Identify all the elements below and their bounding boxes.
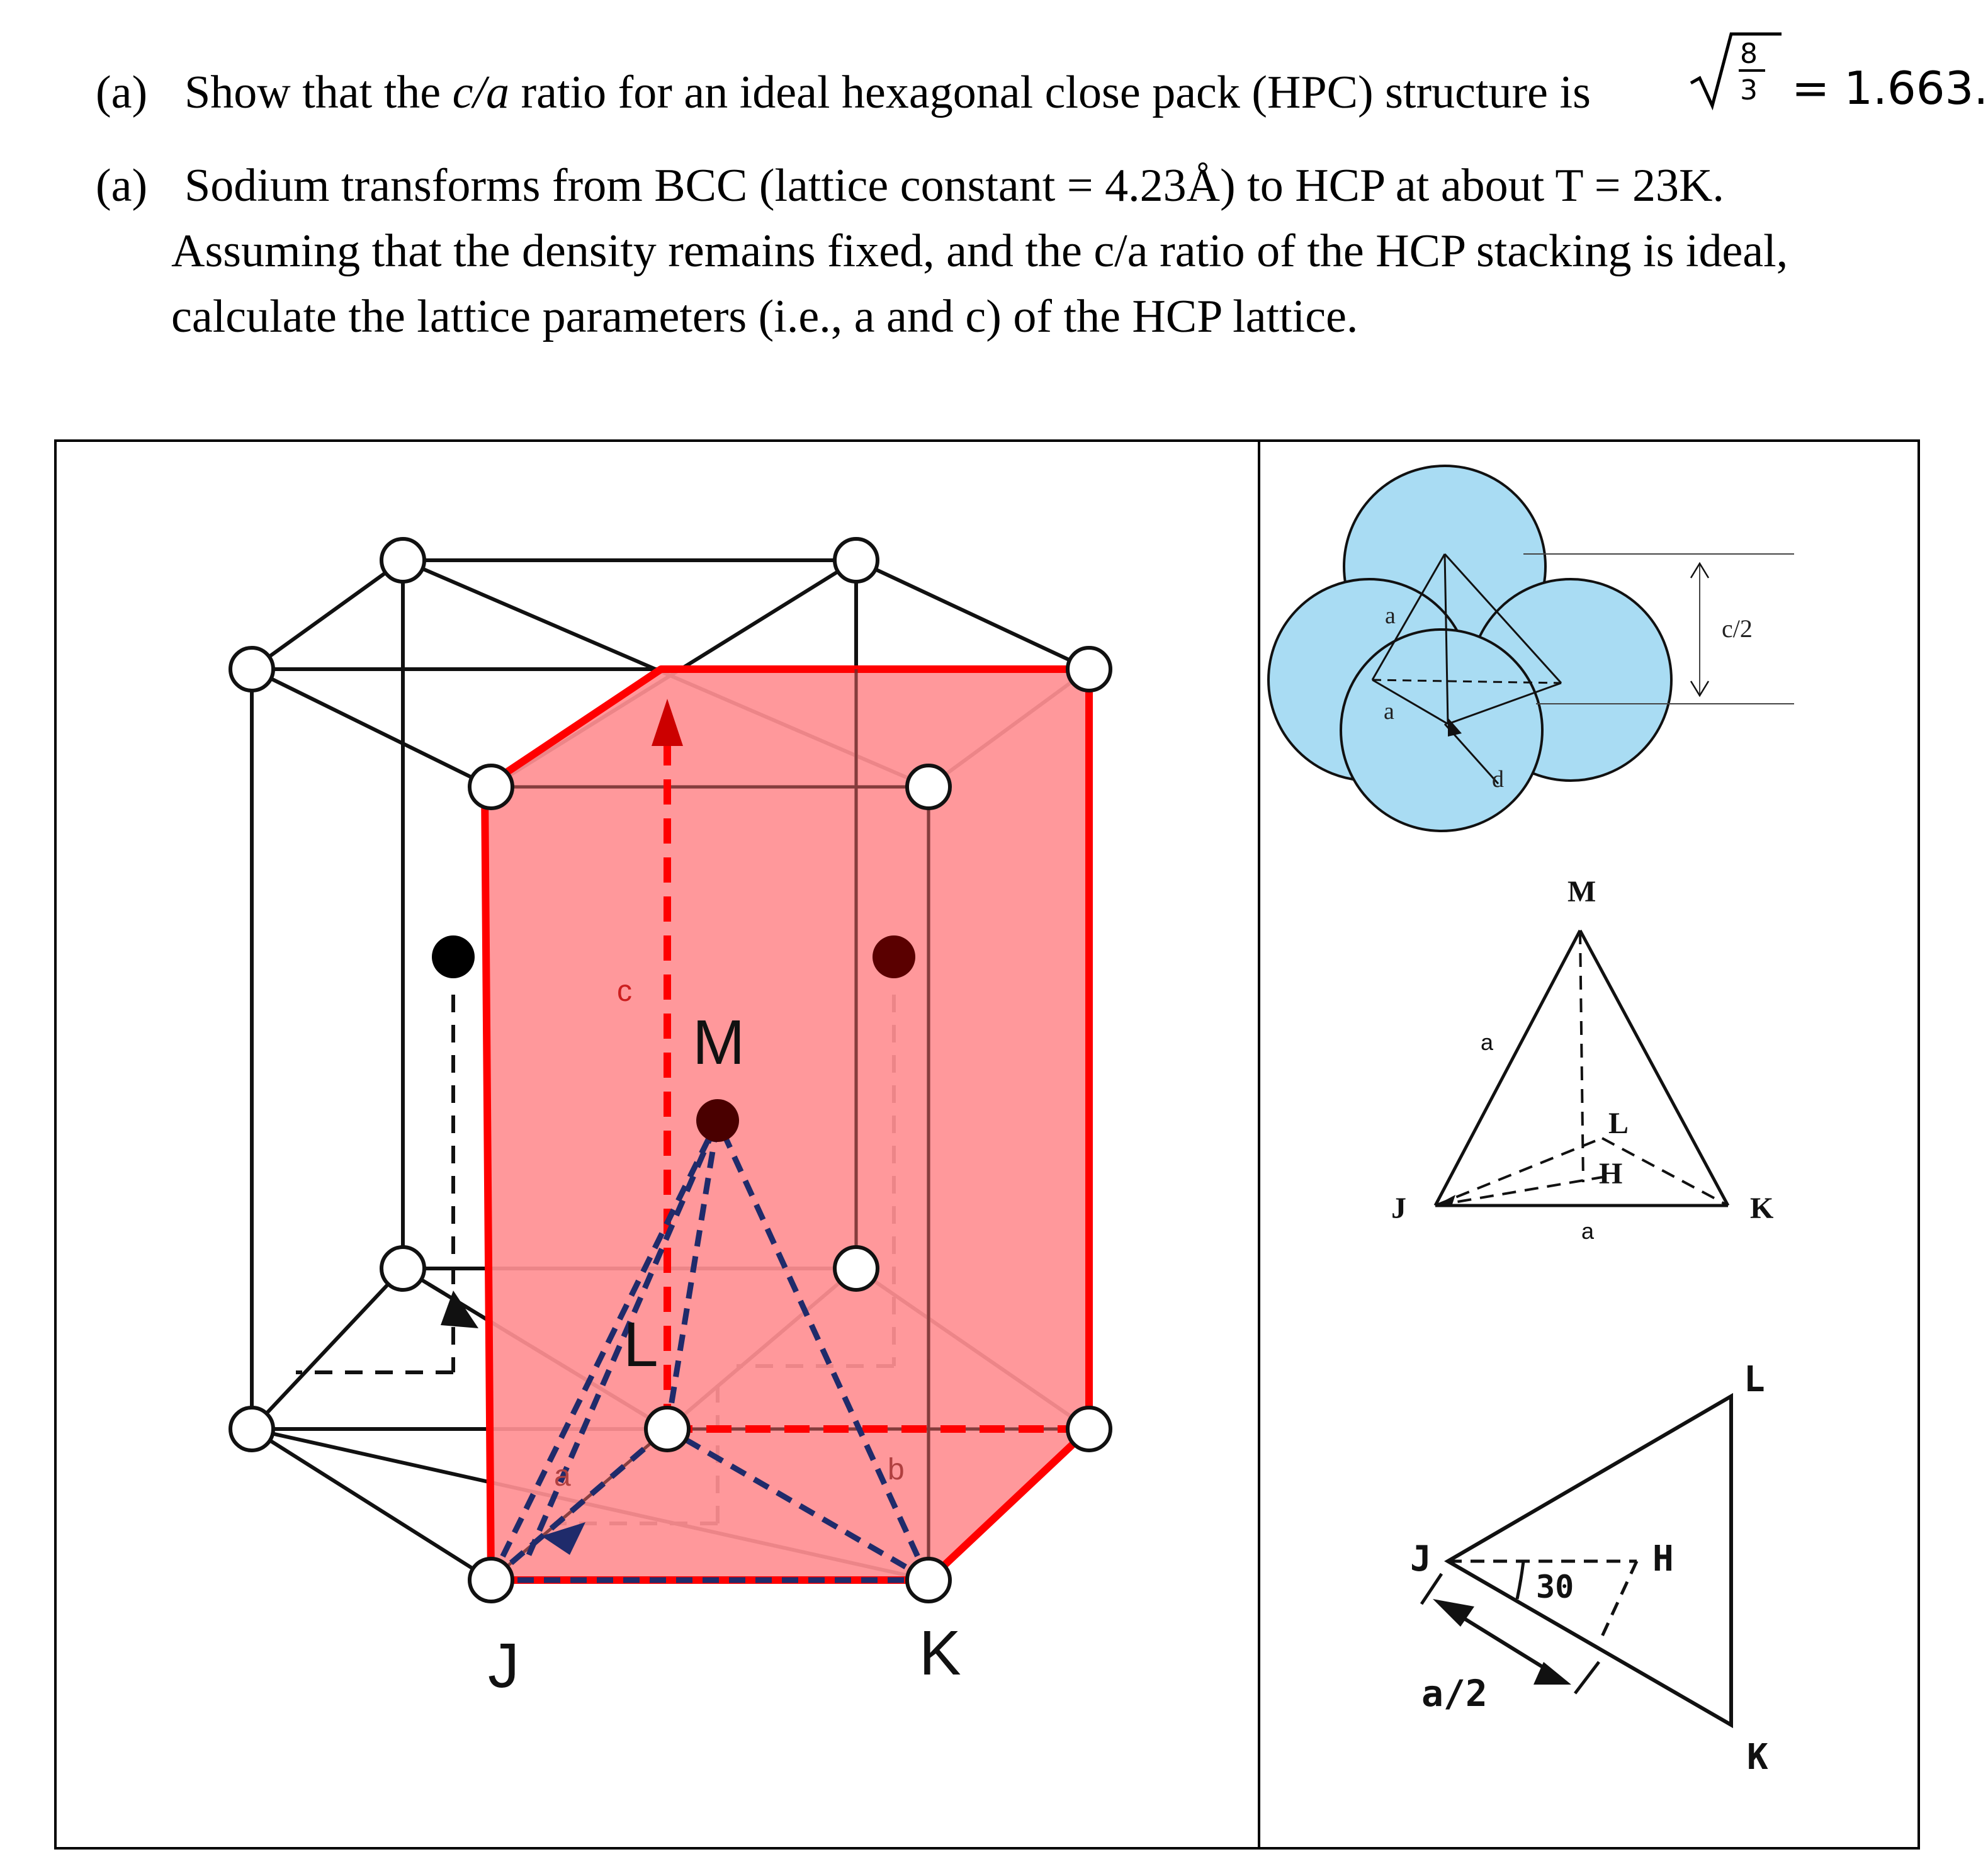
tetra-label-k: K	[1750, 1192, 1773, 1225]
triangle-label-l: L	[1744, 1359, 1765, 1400]
label-a-faint: a	[554, 1459, 571, 1493]
tetra-label-m: M	[1567, 875, 1596, 908]
atom	[1066, 1406, 1112, 1452]
question-b-line1: (a) Sodium transforms from BCC (lattice …	[96, 162, 1724, 209]
question-b-label: (a)	[96, 160, 148, 212]
atoms	[229, 537, 1112, 1603]
tetra-label-h: H	[1599, 1157, 1622, 1190]
sqrt-formula	[1690, 32, 1782, 111]
atom	[644, 1406, 691, 1452]
sqrt-numerator: 8	[1740, 38, 1758, 70]
atom	[1066, 646, 1112, 692]
atom	[905, 1557, 952, 1603]
question-a-ratio: c/a	[452, 67, 510, 118]
question-a-text-after: ratio for an ideal hexagonal close pack …	[509, 67, 1591, 118]
sqrt-denominator: 3	[1740, 74, 1758, 106]
base-triangle-diagram: L J H K 30 a/2	[1410, 1359, 1768, 1778]
question-b-line3: calculate the lattice parameters (i.e., …	[171, 291, 1358, 342]
middle-atom-right	[873, 935, 915, 978]
label-c: c	[617, 974, 632, 1008]
atom	[833, 1245, 879, 1292]
triangle-label-h: H	[1652, 1539, 1674, 1579]
atom	[229, 1406, 275, 1452]
tetra-label-base-a: a	[1581, 1218, 1595, 1244]
question-b-text-1: Sodium transforms from BCC (lattice cons…	[184, 160, 1724, 212]
atom	[229, 646, 275, 692]
triangle-label-j: J	[1410, 1539, 1432, 1579]
atom	[468, 1557, 514, 1603]
tetrahedron-diagram: M J K L H a a	[1391, 875, 1773, 1244]
label-l: L	[623, 1309, 658, 1380]
sphere-front	[1340, 628, 1544, 832]
hcp-unit-cell: c M L a b J K	[229, 537, 1112, 1701]
figure-frame	[54, 439, 1920, 1850]
tetra-label-side-a: a	[1481, 1029, 1494, 1055]
atom-m	[696, 1099, 739, 1142]
atom	[468, 764, 514, 810]
triangle-angle-label: 30	[1536, 1569, 1574, 1605]
half-c-label: c/2	[1722, 614, 1753, 643]
highlight-plane	[485, 669, 1089, 1580]
question-a-label: (a)	[96, 67, 148, 118]
label-m: M	[692, 1007, 745, 1078]
atom	[833, 537, 879, 584]
sphere-label-d: d	[1492, 766, 1504, 793]
atom	[380, 1245, 426, 1292]
ratio-result: = 1.663.	[1792, 62, 1988, 115]
question-a-line: (a) Show that the c/a ratio for an ideal…	[96, 69, 1591, 116]
tetra-label-l: L	[1608, 1107, 1629, 1140]
sphere-label-a2: a	[1384, 698, 1394, 725]
label-b-faint: b	[888, 1453, 905, 1486]
question-b-line2: Assuming that the density remains fixed,…	[171, 225, 1788, 277]
atom	[380, 537, 426, 584]
sphere-label-a1: a	[1385, 602, 1396, 629]
sphere-stack: a a d c/2	[1267, 465, 1794, 832]
atom	[905, 764, 952, 810]
label-j: J	[488, 1630, 519, 1701]
middle-atom-left	[432, 935, 475, 978]
triangle-half-a-label: a/2	[1421, 1672, 1488, 1715]
tetra-label-j: J	[1391, 1192, 1406, 1225]
question-a-text-before: Show that the	[184, 67, 453, 118]
triangle-label-k: K	[1747, 1737, 1768, 1778]
label-k: K	[919, 1618, 961, 1688]
